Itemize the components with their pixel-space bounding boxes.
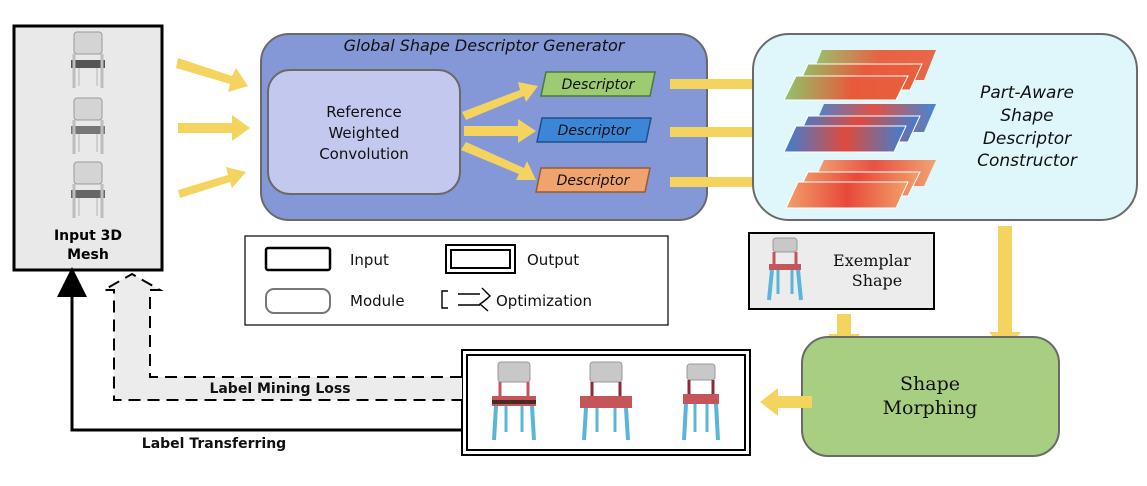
output-chair-icon [492, 361, 536, 441]
legend: Input Output Module Optimization [244, 235, 669, 326]
output-chair-icon [682, 363, 720, 441]
shape-morphing-module: Shape Morphing [801, 336, 1060, 457]
exemplar-label: Exemplar [833, 251, 911, 270]
generator-module: Global Shape Descriptor Generator Refere… [260, 33, 708, 221]
descriptor-stack-blue [783, 104, 936, 153]
descriptor-stack-orange [785, 160, 936, 209]
input-chair-icon [71, 97, 105, 154]
input-chair-icon [71, 31, 105, 88]
constructor-to-morphing-arrow [989, 226, 1021, 352]
input-mesh-box: Input 3D Mesh [12, 24, 164, 272]
input-mesh-label: Mesh [67, 247, 109, 263]
optimization-arrow-icon [441, 287, 492, 312]
descriptor-stack-green [783, 50, 936, 101]
label-mining-loss-label: Label Mining Loss [209, 381, 350, 397]
input-to-generator-arrows [176, 58, 250, 198]
output-chair-icon [580, 361, 632, 441]
constructor-module: Part-Aware Shape Descriptor Constructor [752, 33, 1138, 221]
output-shapes-box [461, 349, 751, 456]
generator-to-constructor-arrows [670, 71, 792, 195]
constructor-label: Shape [1000, 106, 1053, 126]
constructor-label: Constructor [977, 151, 1078, 171]
morphing-label: Morphing [883, 397, 978, 419]
descriptor-label: Descriptor [558, 123, 632, 139]
exemplar-label: Shape [852, 271, 903, 290]
morphing-label: Shape [900, 373, 960, 395]
constructor-label: Part-Aware [980, 83, 1074, 103]
legend-optimization-label: Optimization [496, 292, 592, 310]
label-transferring-label: Label Transferring [142, 436, 286, 452]
generator-title: Global Shape Descriptor Generator [344, 36, 626, 55]
descriptor-blue [536, 117, 652, 143]
descriptor-orange [535, 167, 651, 193]
reference-weighted-convolution-module [267, 69, 461, 195]
label-mining-loss-arrow: Label Mining Loss [100, 272, 462, 401]
module-label: Weighted [328, 124, 399, 142]
descriptor-label: Descriptor [562, 77, 636, 93]
module-label: Reference [326, 103, 402, 121]
legend-input-label: Input [350, 251, 389, 269]
morphing-to-output-arrow [760, 388, 812, 416]
legend-module-swatch [265, 288, 331, 314]
legend-output-label: Output [527, 251, 579, 269]
exemplar-shape-box: Exemplar Shape [748, 232, 935, 310]
legend-input-swatch [264, 246, 332, 272]
input-chair-icon [71, 161, 105, 218]
exemplar-chair-icon [767, 237, 803, 301]
descriptor-green [540, 71, 656, 97]
descriptor-label: Descriptor [557, 173, 631, 189]
label-transferring-arrow: Label Transferring [57, 267, 462, 452]
constructor-label: Descriptor [983, 129, 1072, 149]
legend-module-label: Module [350, 292, 405, 310]
module-label: Convolution [319, 145, 409, 163]
input-mesh-label: Input 3D [54, 228, 122, 244]
